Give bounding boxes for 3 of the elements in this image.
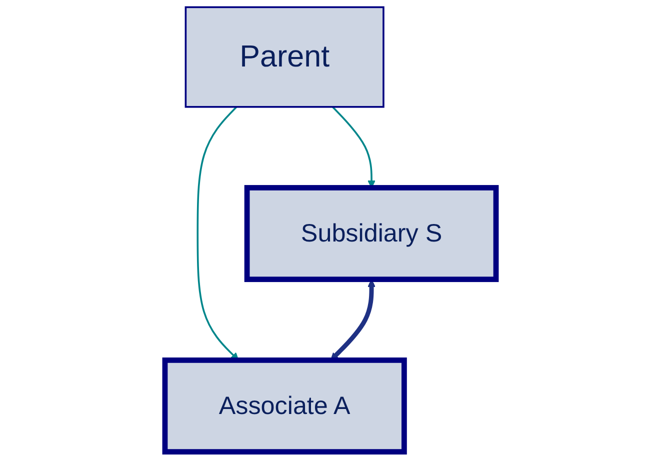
node-box: Associate A [162,358,407,454]
node-box: Parent [184,6,384,108]
node-box: Subsidiary S [244,185,499,282]
